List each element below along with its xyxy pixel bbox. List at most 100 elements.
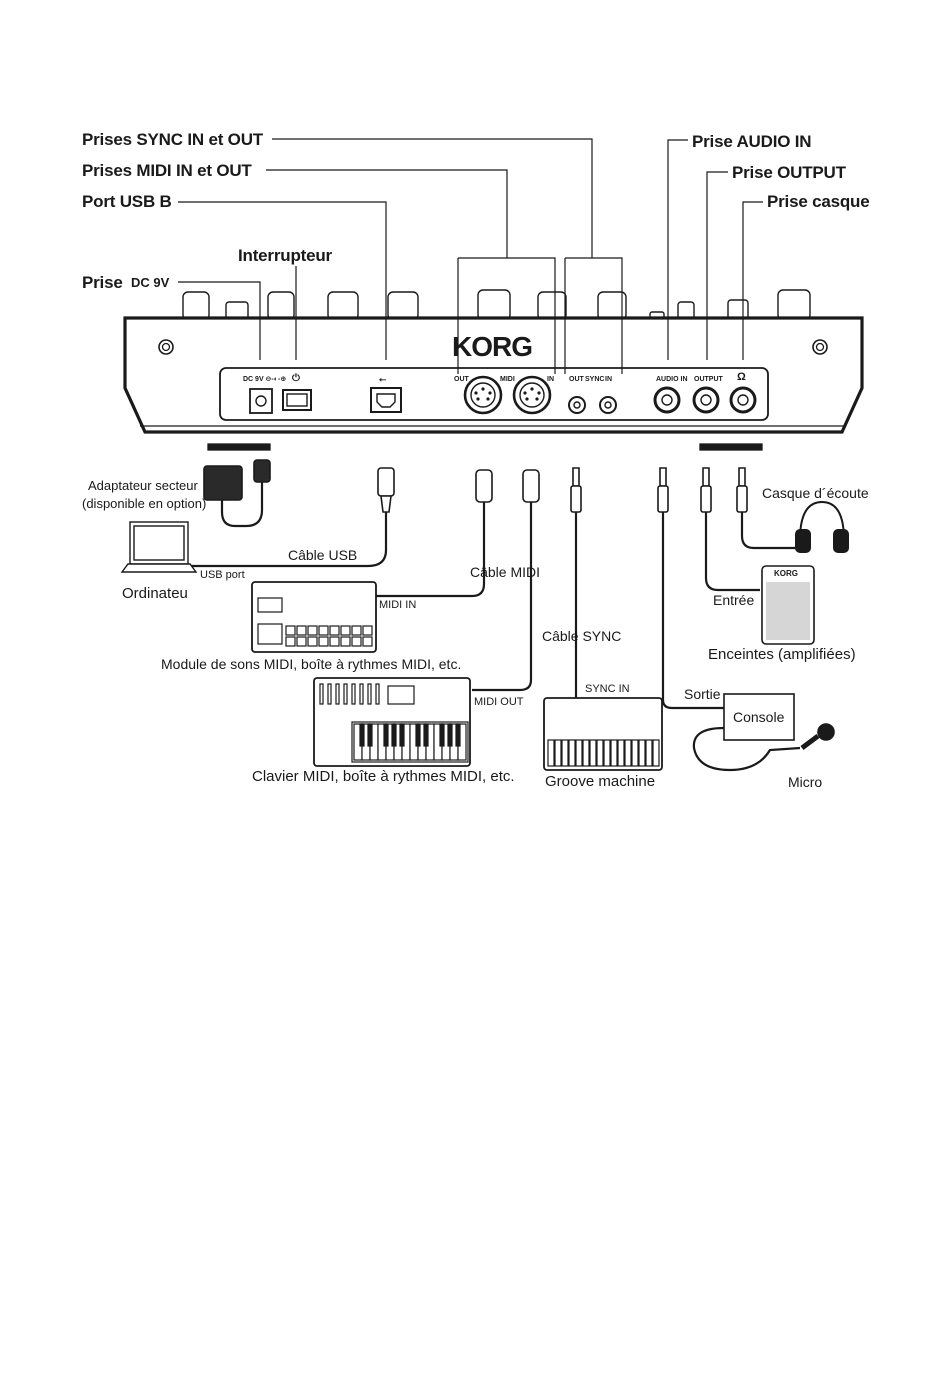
panel-midi-out-label: OUT xyxy=(454,376,469,383)
black-key xyxy=(455,723,461,747)
pad xyxy=(296,625,307,636)
console-drawing xyxy=(723,693,795,741)
callout-audio-in: Prise AUDIO IN xyxy=(692,132,812,151)
black-key xyxy=(383,723,389,747)
usb-cable-label: Câble USB xyxy=(288,547,358,563)
midi-out-label: MIDI OUT xyxy=(474,696,524,708)
headphones-label: Casque d´écoute xyxy=(762,485,869,501)
cables xyxy=(190,482,804,772)
headphones-drawing xyxy=(795,500,849,553)
fader xyxy=(343,683,348,705)
black-key xyxy=(391,723,397,747)
pad xyxy=(285,625,296,636)
black-key xyxy=(423,723,429,747)
midi-in-label: MIDI IN xyxy=(379,599,417,611)
pad xyxy=(340,625,351,636)
panel-sync-in-label: IN xyxy=(605,376,612,383)
callout-headphones: Prise casque xyxy=(767,192,870,211)
pad xyxy=(318,625,329,636)
step-key xyxy=(561,739,569,767)
synth-knobs xyxy=(182,289,811,321)
output-label: Sortie xyxy=(684,686,721,702)
black-key xyxy=(439,723,445,747)
step-key xyxy=(617,739,625,767)
groove-machine-drawing xyxy=(543,697,663,771)
fader xyxy=(335,683,340,705)
pad xyxy=(329,636,340,647)
midi-cable-label: Câble MIDI xyxy=(470,564,541,580)
fader xyxy=(359,683,364,705)
fader xyxy=(351,683,356,705)
black-key xyxy=(359,723,365,747)
step-key xyxy=(547,739,555,767)
step-key xyxy=(582,739,590,767)
callout-usb-port: Port USB B xyxy=(82,192,172,211)
groove-machine-label: Groove machine xyxy=(545,773,656,790)
pad xyxy=(351,625,362,636)
pad xyxy=(340,636,351,647)
step-key xyxy=(638,739,646,767)
fader xyxy=(327,683,332,705)
mic-label: Micro xyxy=(788,774,823,790)
step-key xyxy=(589,739,597,767)
fader xyxy=(319,683,324,705)
cable-plugs xyxy=(203,459,748,513)
panel-midi-label: MIDI xyxy=(500,376,515,383)
callout-dc-prefix: Prise xyxy=(82,273,123,292)
pad xyxy=(307,625,318,636)
step-key xyxy=(610,739,618,767)
pad xyxy=(307,636,318,647)
panel-power-label: ⏻ xyxy=(292,373,300,384)
usb-port-label: USB port xyxy=(200,569,245,581)
step-key xyxy=(624,739,632,767)
panel-audio-in-label: AUDIO IN xyxy=(656,376,688,383)
sync-cable-label: Câble SYNC xyxy=(542,628,622,644)
sound-module-drawing xyxy=(251,581,377,653)
panel-sync-out-label: OUT xyxy=(569,376,584,383)
fader xyxy=(375,683,380,705)
computer-drawing xyxy=(120,521,198,573)
callout-dc-suffix: DC 9V xyxy=(131,275,170,290)
adapter-label-line2: (disponible en option) xyxy=(82,496,207,511)
pad xyxy=(329,625,340,636)
panel-usb-label: ⭠ xyxy=(379,374,387,384)
step-key xyxy=(596,739,604,767)
callout-sync-jacks: Prises SYNC IN et OUT xyxy=(82,130,263,149)
step-key xyxy=(645,739,653,767)
black-key xyxy=(447,723,453,747)
step-key xyxy=(575,739,583,767)
step-key xyxy=(652,739,660,767)
pad xyxy=(285,636,296,647)
callout-output: Prise OUTPUT xyxy=(732,163,846,182)
pad xyxy=(362,636,373,647)
computer-label: Ordinateu xyxy=(122,585,188,602)
speaker-drawing xyxy=(761,565,815,645)
panel-dc-label: DC 9V ⊖-◐-⊕ xyxy=(243,376,287,383)
panel-midi-in-label: IN xyxy=(547,376,554,383)
step-key xyxy=(568,739,576,767)
speakers-label: Enceintes (amplifiées) xyxy=(708,646,856,663)
pad xyxy=(362,625,373,636)
midi-keyboard-drawing xyxy=(313,677,471,767)
callout-lines xyxy=(178,138,763,374)
fader xyxy=(367,683,372,705)
step-key xyxy=(603,739,611,767)
panel-sync-label: SYNC xyxy=(585,376,605,383)
console-label: Console xyxy=(733,709,785,725)
callout-switch: Interrupteur xyxy=(238,246,332,265)
speaker-input-label: Entrée xyxy=(713,592,755,608)
sound-module-label: Module de sons MIDI, boîte à rythmes MID… xyxy=(161,656,462,672)
korg-logo: KORG xyxy=(452,331,533,362)
step-key xyxy=(631,739,639,767)
panel-headphone-symbol: Ω xyxy=(737,371,746,383)
black-key xyxy=(367,723,373,747)
speaker-brand-logo: KORG xyxy=(774,569,798,578)
adapter-label-line1: Adaptateur secteur xyxy=(88,478,198,493)
panel-output-label: OUTPUT xyxy=(694,376,723,383)
sync-in-label: SYNC IN xyxy=(585,683,630,695)
step-key xyxy=(554,739,562,767)
pad xyxy=(296,636,307,647)
pad xyxy=(318,636,329,647)
